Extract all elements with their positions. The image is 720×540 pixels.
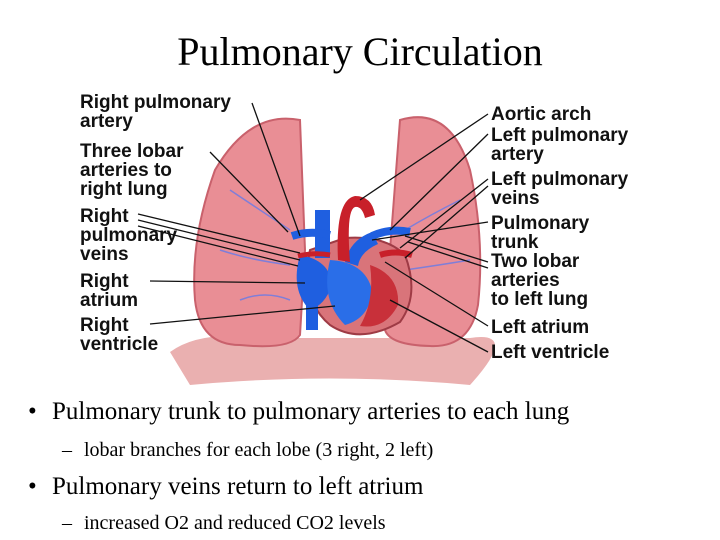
diaphragm <box>170 335 495 385</box>
aortic-arch-shape <box>337 196 375 262</box>
label-left-pulmonary-veins: Left pulmonary veins <box>491 169 629 209</box>
label-right-pulmonary-artery: Right pulmonary artery <box>80 92 231 132</box>
inferior-vena-cava <box>306 300 318 330</box>
label-left-atrium: Left atrium <box>491 317 590 338</box>
bullet-1: • Pulmonary trunk to pulmonary arteries t… <box>28 397 569 427</box>
left-ventricle-shape <box>360 265 399 327</box>
label-aortic-arch: Aortic arch <box>491 104 592 125</box>
slide-title: Pulmonary Circulation <box>177 29 543 74</box>
right-atrium-shape <box>296 255 332 310</box>
sub-bullet-text: lobar branches for each lobe (3 right, 2… <box>84 439 434 461</box>
label-right-pulmonary-veins: Right pulmonary veins <box>80 206 178 265</box>
pulmonary-trunk-shape <box>345 232 378 266</box>
bullet-text: Pulmonary veins return to left atrium <box>52 473 424 500</box>
sub-bullet-marker: – <box>62 439 72 461</box>
bullet-2: • Pulmonary veins return to left atrium <box>28 472 423 502</box>
label-pulmonary-trunk: Pulmonary trunk <box>491 213 590 253</box>
right-lung <box>193 117 307 348</box>
bullet-text: Pulmonary trunk to pulmonary arteries to… <box>52 398 570 425</box>
label-three-lobar-arteries: Three lobar arteries to right lung <box>80 141 184 200</box>
heart-lung-illustration <box>137 102 495 385</box>
sub-bullet-text: increased O2 and reduced CO2 levels <box>84 512 386 534</box>
sub-bullet-1: –lobar branches for each lobe (3 right, … <box>62 438 433 462</box>
sub-bullet-2: –increased O2 and reduced CO2 levels <box>62 511 386 535</box>
sub-bullet-marker: – <box>62 512 72 534</box>
label-left-ventricle: Left ventricle <box>491 342 610 363</box>
label-right-ventricle: Right ventricle <box>80 315 159 355</box>
label-right-atrium: Right atrium <box>80 271 139 311</box>
right-ventricle-shape <box>327 260 372 325</box>
bullet-marker: • <box>28 473 37 500</box>
label-two-lobar-arteries: Two lobar arteries to left lung <box>491 251 589 310</box>
bullet-marker: • <box>28 398 37 425</box>
label-left-pulmonary-artery: Left pulmonary artery <box>491 125 629 165</box>
